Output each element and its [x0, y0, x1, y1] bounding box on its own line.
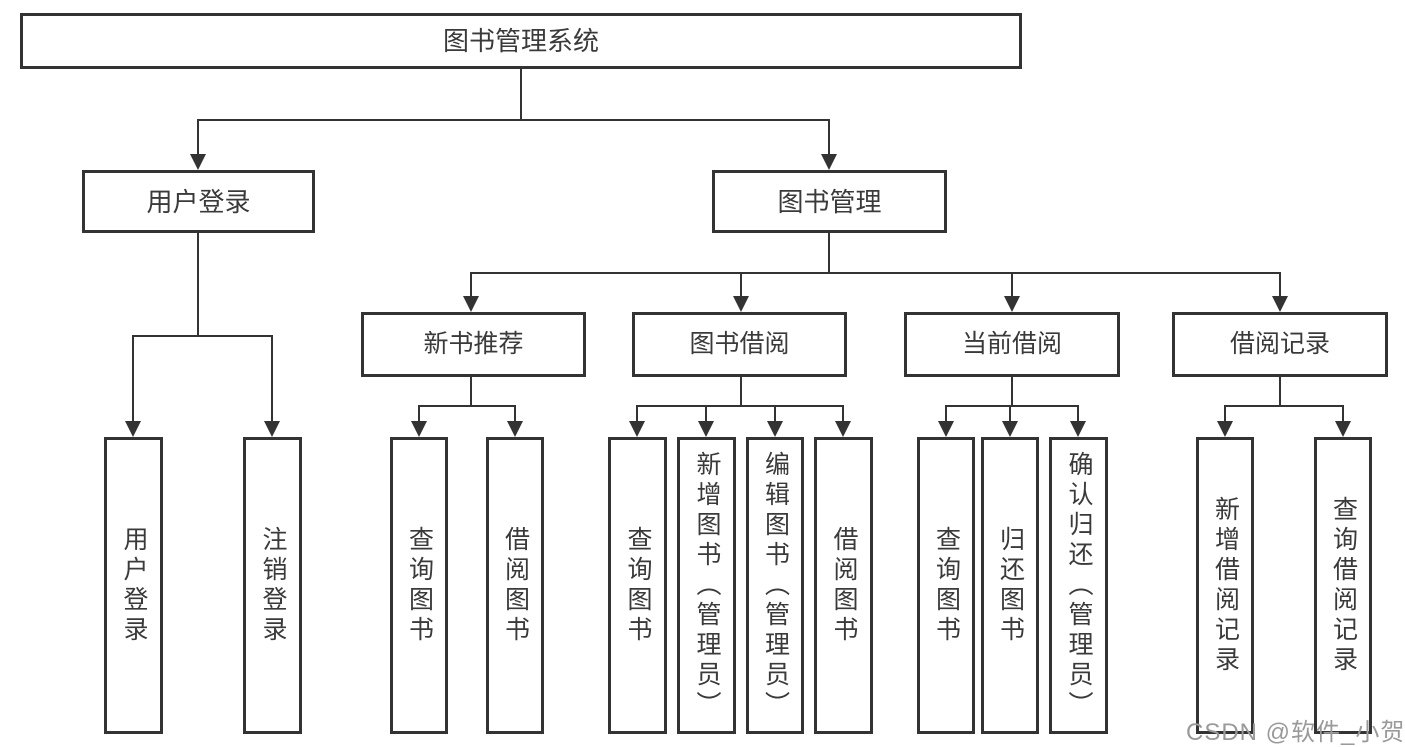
leaf-query-borrow-record-label: 查询借阅记录: [1329, 495, 1358, 676]
connector-drop-book-borrowing: [740, 272, 742, 298]
leaf-confirm-return-admin-label: 确认归还（管理员）: [1065, 450, 1093, 721]
leaf-query-books-borrowing-label: 查询图书: [624, 525, 652, 646]
connector-user-login-branch: [132, 335, 273, 337]
connector-drop-leaf: [705, 405, 707, 423]
connector-book-borrowing-branch: [636, 405, 844, 407]
leaf-query-books-current: 查询图书: [917, 437, 975, 734]
connector-borrowing-records-stem: [1279, 377, 1281, 406]
connector-drop-leaf: [774, 405, 776, 423]
leaf-logout-label: 注销登录: [259, 525, 287, 646]
arrowhead-book-management: [821, 154, 837, 170]
leaf-borrow-books-recommend: 借阅图书: [486, 437, 544, 734]
connector-root-stem: [520, 69, 522, 119]
arrowhead-leaf: [1002, 421, 1018, 437]
connector-drop-book-management: [828, 119, 830, 156]
leaf-logout: 注销登录: [243, 437, 302, 734]
connector-drop-user-login: [197, 119, 199, 156]
connector-drop-leaf-user-login: [132, 335, 134, 423]
arrowhead-book-borrowing: [733, 296, 749, 312]
leaf-query-borrow-record: 查询借阅记录: [1314, 437, 1372, 734]
leaf-user-login: 用户登录: [104, 437, 163, 734]
arrowhead-leaf: [1217, 421, 1233, 437]
leaf-query-books-recommend-label: 查询图书: [405, 525, 434, 646]
leaf-edit-books-admin: 编辑图书（管理员）: [746, 437, 804, 734]
leaf-return-books-label: 归还图书: [996, 525, 1025, 646]
node-book-management: 图书管理: [712, 170, 947, 233]
arrowhead-current-borrowing: [1004, 296, 1020, 312]
connector-drop-borrowing-records: [1279, 272, 1281, 298]
leaf-add-borrow-record-label: 新增借阅记录: [1211, 495, 1240, 676]
leaf-query-books-borrowing: 查询图书: [608, 437, 667, 734]
node-current-borrowing: 当前借阅: [904, 312, 1120, 377]
connector-user-login-stem: [197, 233, 199, 336]
arrowhead-new-book-recommend: [463, 296, 479, 312]
connector-drop-leaf: [1009, 405, 1011, 423]
arrowhead-leaf: [411, 421, 427, 437]
connector-drop-leaf: [636, 405, 638, 423]
arrowhead-leaf: [767, 421, 783, 437]
connector-borrowing-records-branch: [1224, 405, 1344, 407]
leaf-user-login-label: 用户登录: [120, 525, 148, 646]
connector-drop-leaf: [1342, 405, 1344, 423]
node-borrowing-records: 借阅记录: [1172, 312, 1388, 377]
arrowhead-leaf-logout: [264, 421, 280, 437]
leaf-edit-books-admin-label: 编辑图书（管理员）: [761, 450, 790, 721]
connector-drop-current-borrowing: [1011, 272, 1013, 298]
connector-level3-branch: [470, 272, 1281, 274]
leaf-borrow-books-recommend-label: 借阅图书: [501, 525, 530, 646]
connector-drop-leaf: [1224, 405, 1226, 423]
connector-book-borrowing-stem: [740, 377, 742, 406]
arrowhead-user-login: [190, 154, 206, 170]
connector-book-management-stem: [828, 233, 830, 273]
leaf-query-books-current-label: 查询图书: [932, 525, 961, 646]
connector-current-borrowing-stem: [1011, 377, 1013, 406]
csdn-watermark: CSDN @软件_小贺同学: [1186, 719, 1405, 746]
connector-drop-leaf: [514, 405, 516, 423]
arrowhead-borrowing-records: [1272, 296, 1288, 312]
connector-drop-new-book-recommend: [470, 272, 472, 298]
arrowhead-leaf: [1070, 421, 1086, 437]
leaf-borrow-books-label: 借阅图书: [830, 525, 858, 646]
leaf-confirm-return-admin: 确认归还（管理员）: [1049, 437, 1108, 734]
leaf-borrow-books: 借阅图书: [814, 437, 873, 734]
arrowhead-leaf: [1335, 421, 1351, 437]
leaf-add-books-admin-label: 新增图书（管理员）: [693, 450, 721, 721]
connector-new-book-recommend-stem: [470, 377, 472, 406]
arrowhead-leaf: [938, 421, 954, 437]
connector-drop-leaf: [842, 405, 844, 423]
node-new-book-recommend: 新书推荐: [361, 312, 586, 377]
leaf-return-books: 归还图书: [981, 437, 1039, 734]
connector-drop-leaf: [945, 405, 947, 423]
arrowhead-leaf: [629, 421, 645, 437]
node-book-management-system: 图书管理系统: [20, 13, 1022, 69]
arrowhead-leaf-user-login: [125, 421, 141, 437]
arrowhead-leaf: [698, 421, 714, 437]
leaf-add-books-admin: 新增图书（管理员）: [677, 437, 736, 734]
arrowhead-leaf: [507, 421, 523, 437]
node-user-login: 用户登录: [82, 170, 315, 233]
connector-drop-leaf-logout: [271, 335, 273, 423]
connector-drop-leaf: [1077, 405, 1079, 423]
leaf-query-books-recommend: 查询图书: [390, 437, 448, 734]
connector-current-borrowing-branch: [945, 405, 1079, 407]
node-book-borrowing: 图书借阅: [632, 312, 847, 377]
arrowhead-leaf: [835, 421, 851, 437]
connector-level2-branch: [197, 119, 830, 121]
connector-new-book-recommend-branch: [418, 405, 516, 407]
leaf-add-borrow-record: 新增借阅记录: [1196, 437, 1254, 734]
connector-drop-leaf: [418, 405, 420, 423]
